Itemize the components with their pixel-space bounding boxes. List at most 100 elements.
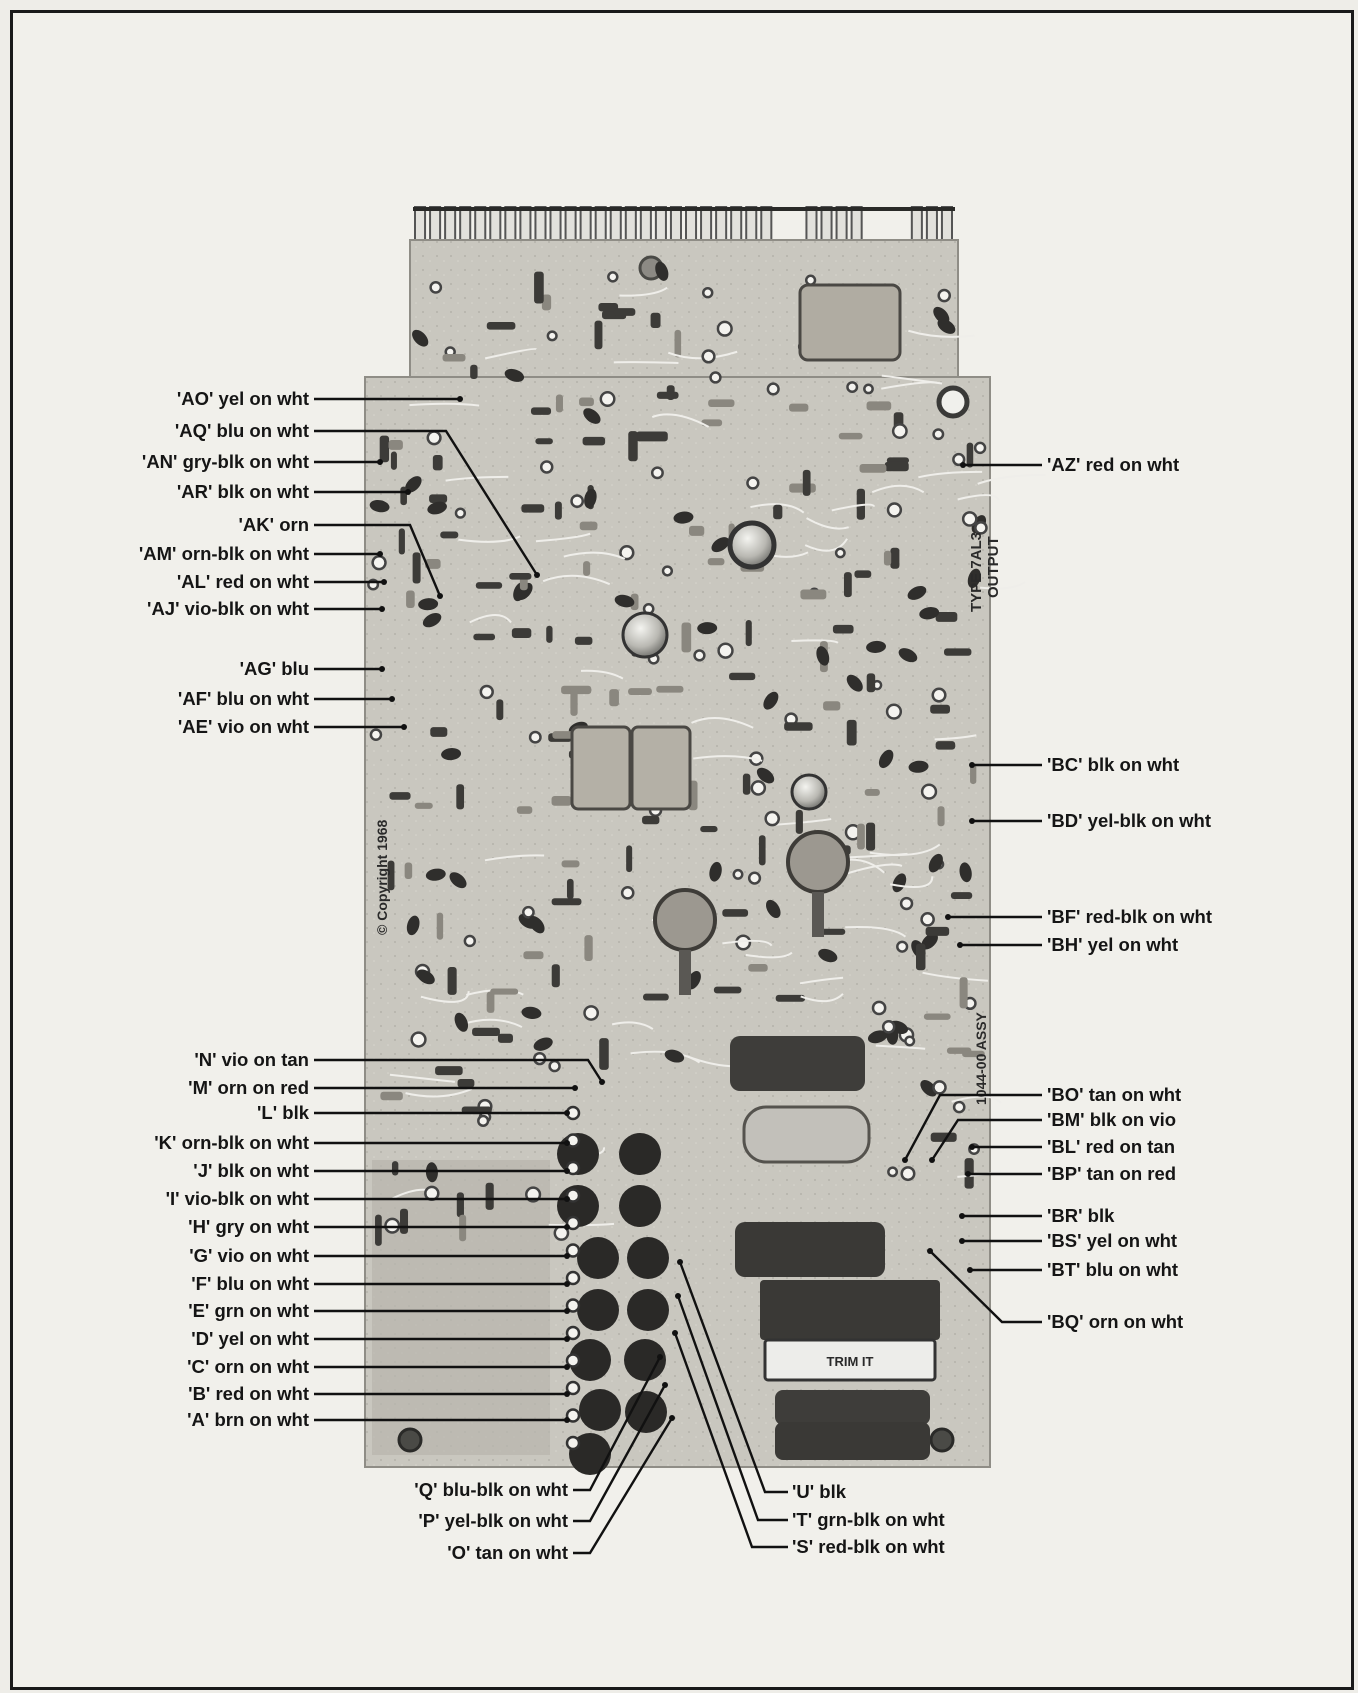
mounting-hole <box>929 1427 955 1453</box>
ceramic-capacitor <box>816 646 830 666</box>
wire-callout-label: 'BD' yel-blk on wht <box>1047 810 1211 831</box>
ceramic-capacitor <box>892 873 907 893</box>
resistor <box>884 461 909 472</box>
ceramic-capacitor <box>878 749 894 769</box>
ceramic-capacitor <box>711 537 730 553</box>
terminal-pad <box>624 1339 666 1381</box>
wire-callout-label: 'BT' blu on wht <box>1047 1259 1178 1280</box>
resistor <box>579 521 598 531</box>
connector-pad-cluster <box>557 1105 669 1475</box>
leader-arrowhead <box>572 1085 578 1091</box>
ceramic-capacitor <box>427 501 447 515</box>
solder-pad <box>522 905 535 919</box>
ceramic-capacitor <box>521 1006 542 1019</box>
jumper-wire <box>871 484 925 494</box>
terminal-pad <box>569 1339 611 1381</box>
leader-arrowhead <box>564 1417 570 1423</box>
resistor <box>391 1161 399 1176</box>
wire-callout-label: 'F' blu on wht <box>191 1273 309 1294</box>
wire-callout-label: 'J' blk on wht <box>193 1160 309 1181</box>
resistor <box>609 689 619 707</box>
wire-callout-label: 'Q' blu-blk on wht <box>414 1479 568 1500</box>
resistor <box>430 727 448 737</box>
resistor <box>521 504 545 513</box>
resistor <box>497 1033 513 1043</box>
leader-arrowhead <box>457 396 463 402</box>
board-assy-label: 1044-00 ASSY <box>973 1011 989 1105</box>
solder-pad <box>937 288 952 303</box>
ceramic-capacitor <box>709 861 722 882</box>
resistor <box>866 822 876 851</box>
potentiometer <box>653 888 717 952</box>
resistor <box>398 528 405 555</box>
resistor <box>930 1132 957 1142</box>
ceramic-capacitor <box>697 622 718 635</box>
resistor <box>701 419 723 427</box>
wire-callout-label: 'AJ' vio-blk on wht <box>147 598 309 619</box>
resistor <box>436 912 444 940</box>
wire-callout-label: 'S' red-blk on wht <box>792 1536 945 1557</box>
leader-arrowhead <box>959 1213 965 1219</box>
solder-pad <box>932 428 945 441</box>
resistor <box>643 993 669 1001</box>
ceramic-capacitor <box>766 899 781 919</box>
resistor <box>636 431 668 442</box>
leader-arrowhead <box>437 593 443 599</box>
resistor <box>473 633 496 641</box>
pin-hole <box>565 1188 581 1203</box>
resistor <box>745 620 752 647</box>
relay-block <box>570 725 632 811</box>
resistor <box>823 701 841 711</box>
jumper-wire <box>405 1088 473 1098</box>
resistor <box>379 435 390 463</box>
wire-callout-label: 'I' vio-blk on wht <box>166 1188 309 1209</box>
solder-pad <box>746 476 760 490</box>
resistor <box>802 469 811 496</box>
solder-pad <box>533 1051 547 1066</box>
trimit-label: TRIM IT <box>827 1354 874 1369</box>
solder-pad <box>583 1005 600 1021</box>
resistor <box>546 625 553 643</box>
leader-arrowhead <box>405 489 411 495</box>
pin-hole <box>565 1215 581 1231</box>
ceramic-capacitor <box>907 585 927 600</box>
pin-hole <box>565 1270 581 1286</box>
board-output-label: OUTPUT <box>985 536 1002 598</box>
leader-line <box>676 1295 788 1522</box>
pin-hole <box>565 1380 581 1396</box>
solder-pad <box>528 730 542 744</box>
jumper-wire <box>458 535 521 543</box>
solder-pad <box>702 286 714 299</box>
resistor <box>707 558 725 566</box>
trimit-pot <box>763 1338 937 1382</box>
wire-callout-label: 'T' grn-blk on wht <box>792 1509 945 1530</box>
ceramic-capacitor <box>584 488 597 509</box>
resistor <box>388 439 403 450</box>
solder-pad <box>539 460 554 474</box>
resistor <box>700 825 718 833</box>
transistor-can <box>727 520 777 570</box>
leader-arrowhead <box>599 1079 605 1085</box>
resistor <box>475 582 503 589</box>
jumper-wire <box>409 402 480 407</box>
resistor <box>628 431 638 462</box>
terminal-pad <box>577 1289 619 1331</box>
resistor <box>389 792 411 800</box>
resistor <box>626 845 633 873</box>
wire-callout-label: 'K' orn-blk on wht <box>154 1132 309 1153</box>
ceramic-capacitor <box>933 306 950 324</box>
wire-callout-label: 'A' brn on wht <box>187 1409 309 1430</box>
jumper-wire <box>875 1044 926 1050</box>
jumper-wire <box>611 1021 654 1030</box>
leader-arrowhead <box>564 1253 570 1259</box>
leader-arrowhead <box>379 606 385 612</box>
resistor <box>511 628 532 639</box>
pin-hole <box>565 1325 581 1341</box>
ceramic-capacitor <box>866 640 887 653</box>
terminal-pad <box>619 1133 661 1175</box>
resistor <box>570 685 578 716</box>
ceramic-capacitor <box>867 1030 888 1044</box>
ceramic-capacitor <box>919 607 940 620</box>
jumper-wire <box>389 1073 456 1083</box>
ceramic-capacitor <box>533 1037 553 1051</box>
